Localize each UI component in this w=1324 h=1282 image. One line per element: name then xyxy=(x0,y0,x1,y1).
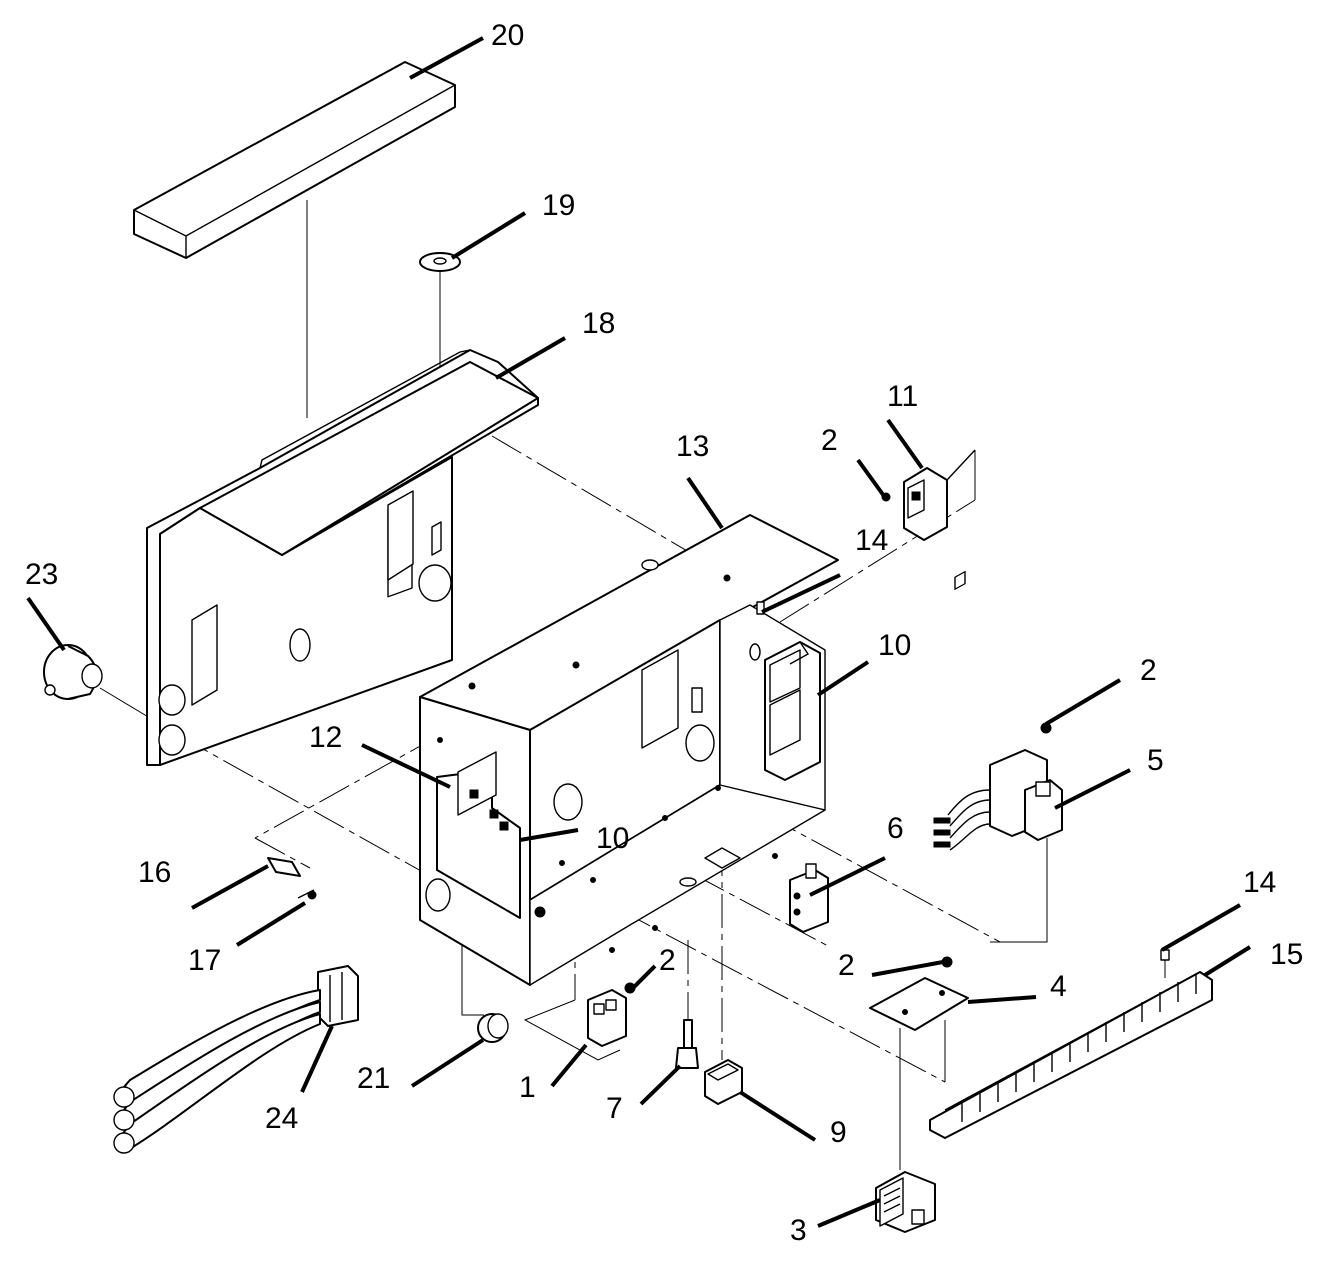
callout-19: 19 xyxy=(542,189,575,222)
callout-20: 20 xyxy=(491,19,524,52)
transformer-part xyxy=(933,722,1063,851)
callout-2: 2 xyxy=(821,424,838,457)
callout-2: 2 xyxy=(1140,654,1157,687)
rear-relay-part xyxy=(764,641,821,781)
callout-17: 17 xyxy=(188,944,221,977)
cover-panel-part xyxy=(146,349,539,766)
latch-part xyxy=(267,857,317,900)
leader-lines xyxy=(26,36,1252,1228)
callout-14: 14 xyxy=(855,524,888,557)
contactor-part xyxy=(875,1171,936,1233)
grommet-part xyxy=(477,1013,509,1043)
callout-14: 14 xyxy=(1243,866,1276,899)
callout-11: 11 xyxy=(887,380,918,413)
washer-part xyxy=(419,252,461,272)
callout-10: 10 xyxy=(878,629,911,662)
top-pad-part xyxy=(133,61,456,259)
internal-bracket-part xyxy=(436,751,521,919)
callout-labels: 20 19 18 11 2 13 14 23 10 2 12 5 10 6 16… xyxy=(25,19,1303,1247)
callout-4: 4 xyxy=(1050,970,1067,1003)
callout-9: 9 xyxy=(830,1116,847,1149)
small-relay-part xyxy=(789,863,829,933)
callout-15: 15 xyxy=(1270,938,1303,971)
terminal-block-part xyxy=(587,982,636,1047)
callout-16: 16 xyxy=(138,856,171,889)
callout-1: 1 xyxy=(519,1071,536,1104)
switch-part xyxy=(704,1059,743,1105)
relay-socket-part xyxy=(903,449,976,541)
callout-10: 10 xyxy=(596,822,629,855)
wire-channel-part xyxy=(929,570,1213,1139)
callout-2: 2 xyxy=(659,944,676,977)
callout-5: 5 xyxy=(1147,744,1164,777)
callout-24: 24 xyxy=(265,1102,298,1135)
callout-2: 2 xyxy=(838,949,855,982)
callout-23: 23 xyxy=(25,558,58,591)
callout-3: 3 xyxy=(790,1214,807,1247)
callout-12: 12 xyxy=(309,721,342,754)
callout-21: 21 xyxy=(357,1062,390,1095)
callout-6: 6 xyxy=(887,812,904,845)
knob-part xyxy=(43,644,103,700)
fuse-holder-part xyxy=(675,1019,699,1069)
callout-7: 7 xyxy=(606,1092,623,1125)
callout-18: 18 xyxy=(582,307,615,340)
wiring-harness-part xyxy=(113,965,359,1154)
callout-13: 13 xyxy=(676,430,709,463)
wire-channel-slots xyxy=(954,570,966,590)
